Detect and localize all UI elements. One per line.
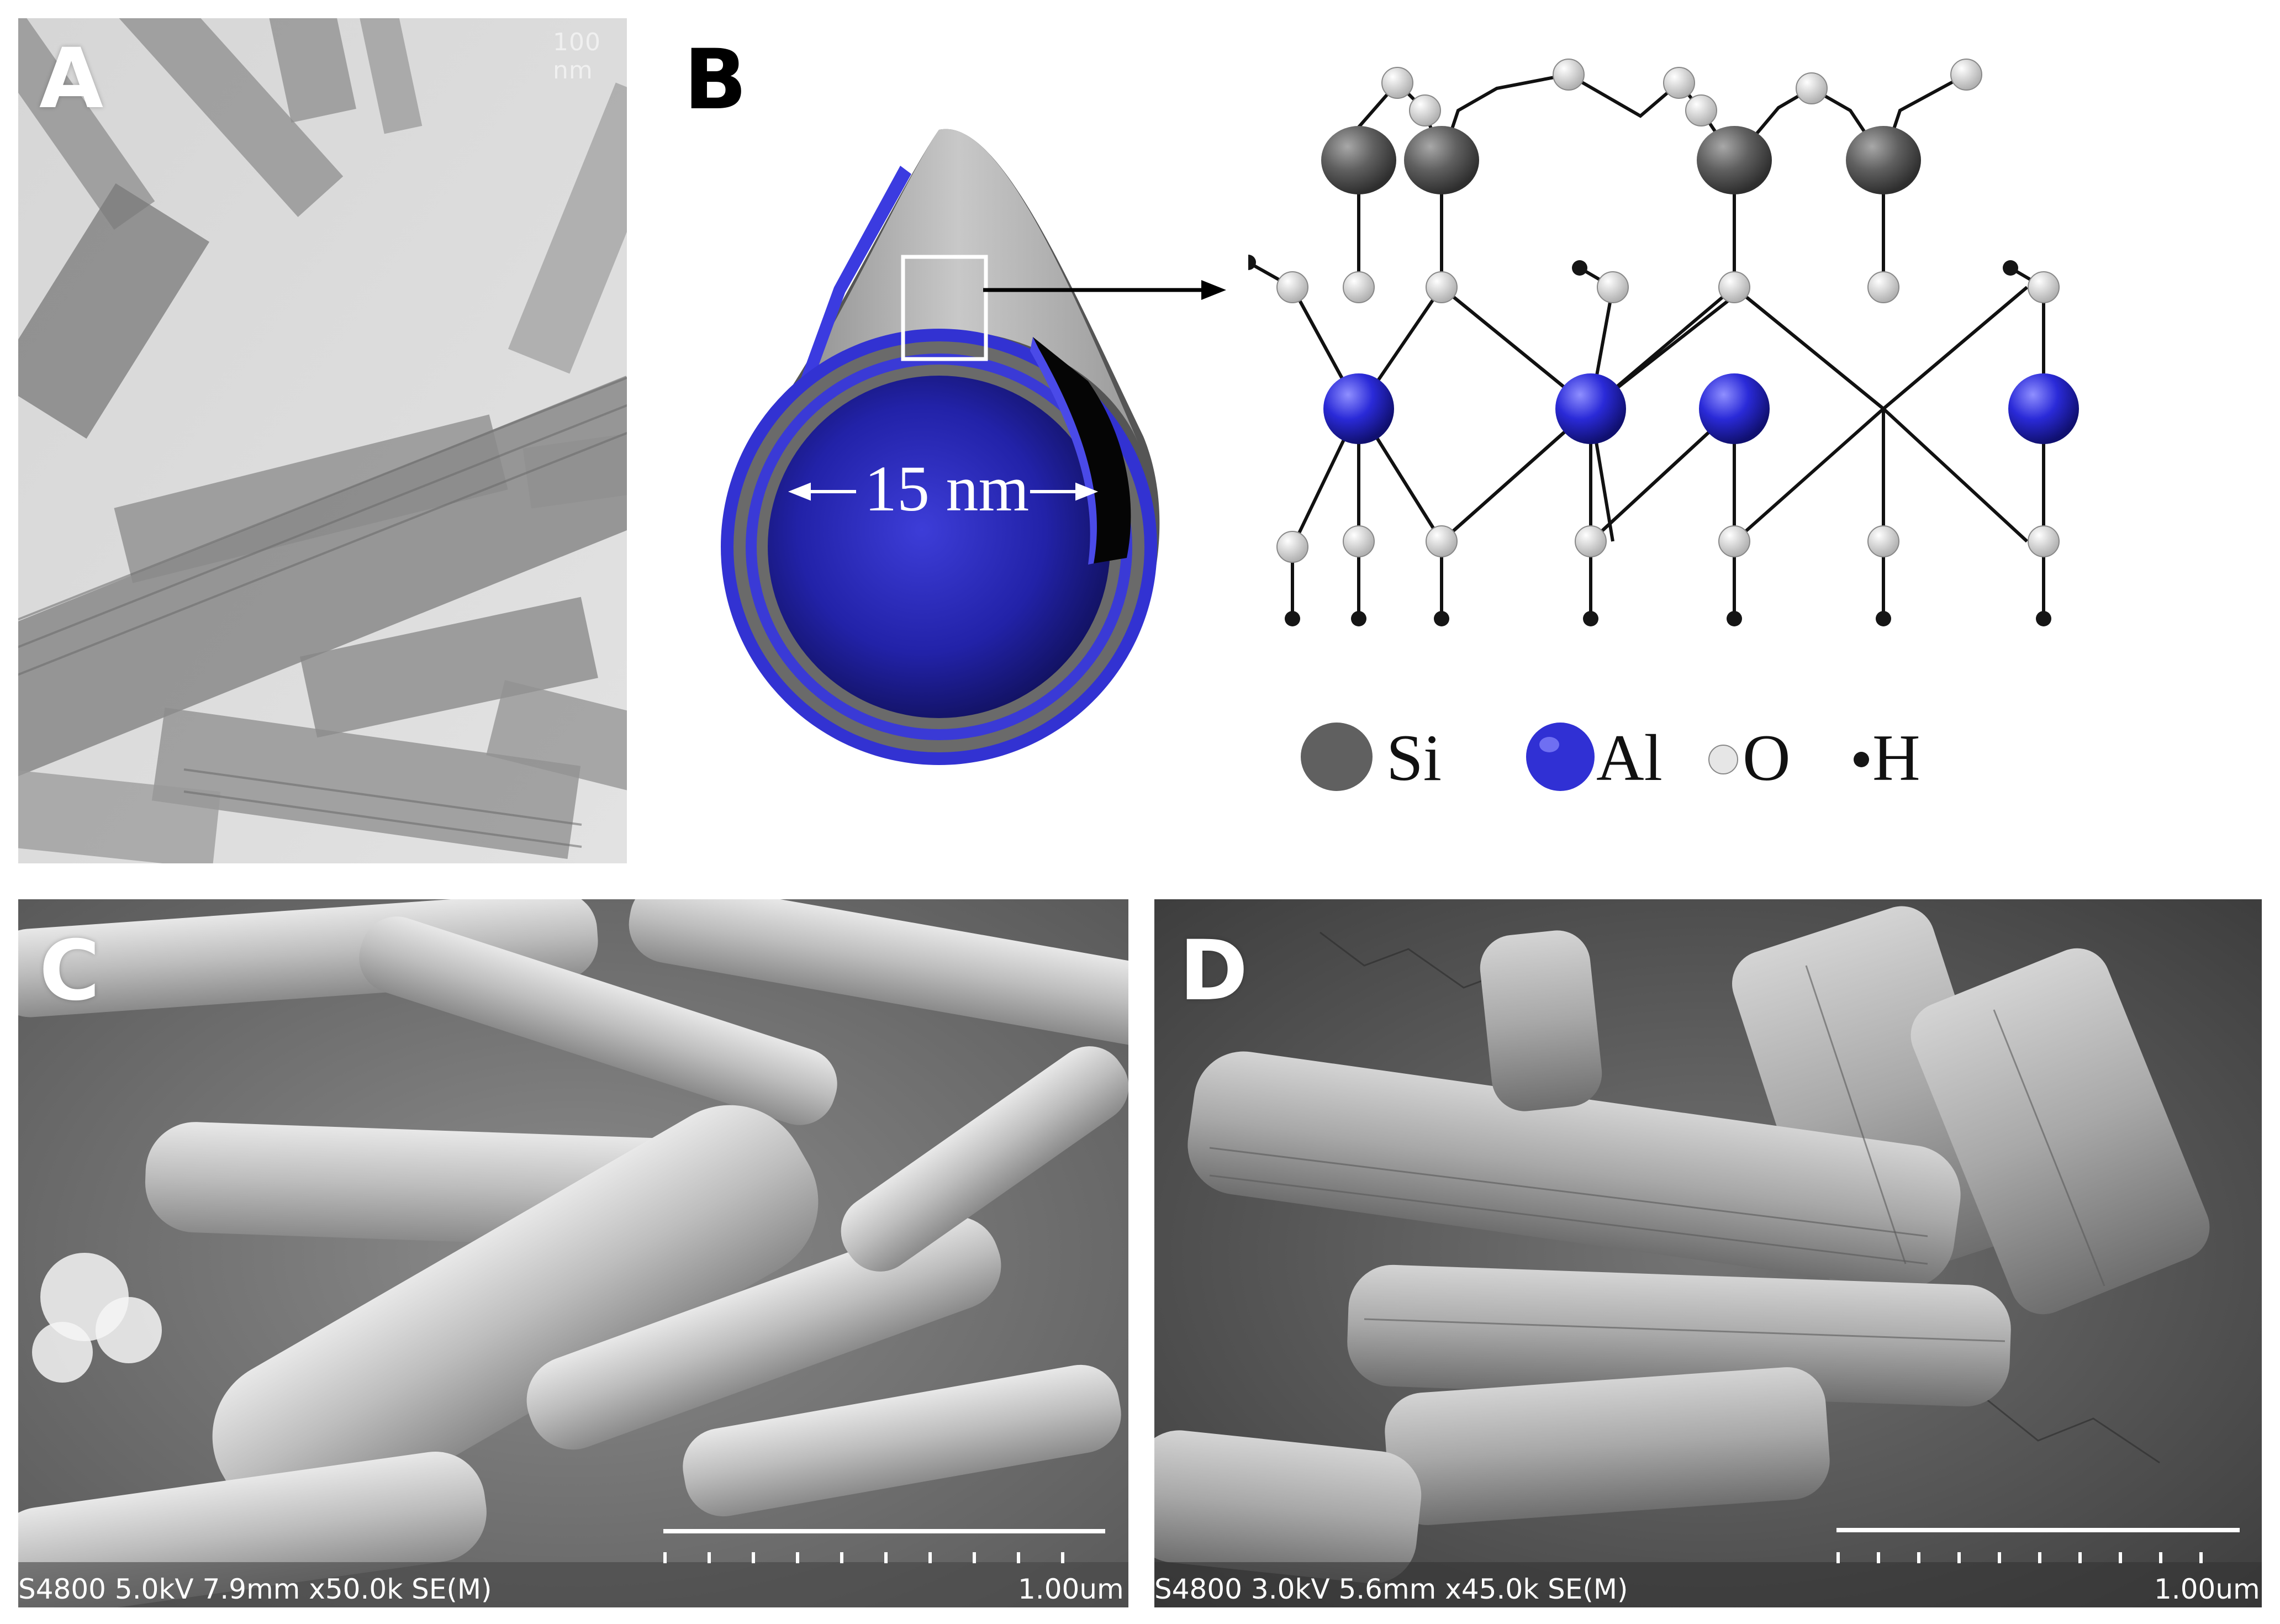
zoom-arrow [983,280,1226,300]
h-legend-label: H [1872,721,1920,794]
o-legend-label: O [1743,721,1791,794]
panel-b-schematic: B [652,11,2276,862]
panel-d-instrument-info: S4800 3.0kV 5.6mm x45.0k SE(M) [1154,1573,1628,1605]
al-legend-swatch [1526,723,1595,791]
panel-c-scale-ticks [663,1552,1105,1563]
nanotube-cross-section [721,129,1160,765]
panel-c-scale-label: 1.00um [1018,1573,1124,1605]
h-legend-swatch [1854,752,1869,767]
panel-d-scale-ticks [1836,1552,2240,1563]
sem-micrograph-d [1154,899,2262,1607]
atom-legend: Si Al O H [1298,718,2126,806]
panel-a-tem-image: A 100 nm [18,18,627,863]
panel-d-scale-bar [1836,1528,2240,1532]
sem-micrograph-c [18,899,1128,1607]
crystal-structure-diagram [1248,59,2079,626]
al-legend-label: Al [1596,721,1662,794]
panel-c-sem-image: C S4800 5.0kV 7.9mm x50.0k SE(M) 1.00um [18,899,1128,1607]
panel-d-sem-image: D S4800 3.0kV 5.6mm x45.0k SE(M) 1.00um [1154,899,2262,1607]
panel-d-label: D [1179,923,1248,1019]
tem-micrograph [18,18,627,863]
panel-a-label: A [39,31,104,127]
tube-diameter-label: 15 nm [864,452,1030,525]
si-legend-label: Si [1386,721,1442,794]
o-legend-swatch [1708,745,1738,774]
panel-c-scale-bar [663,1529,1105,1533]
panel-d-scale-label: 1.00um [2154,1573,2260,1605]
panel-c-label: C [39,923,101,1019]
si-legend-swatch [1301,723,1373,791]
panel-c-instrument-info: S4800 5.0kV 7.9mm x50.0k SE(M) [18,1573,492,1605]
panel-a-scale-label: 100 nm [553,28,601,85]
panel-b-label: B [684,32,747,128]
